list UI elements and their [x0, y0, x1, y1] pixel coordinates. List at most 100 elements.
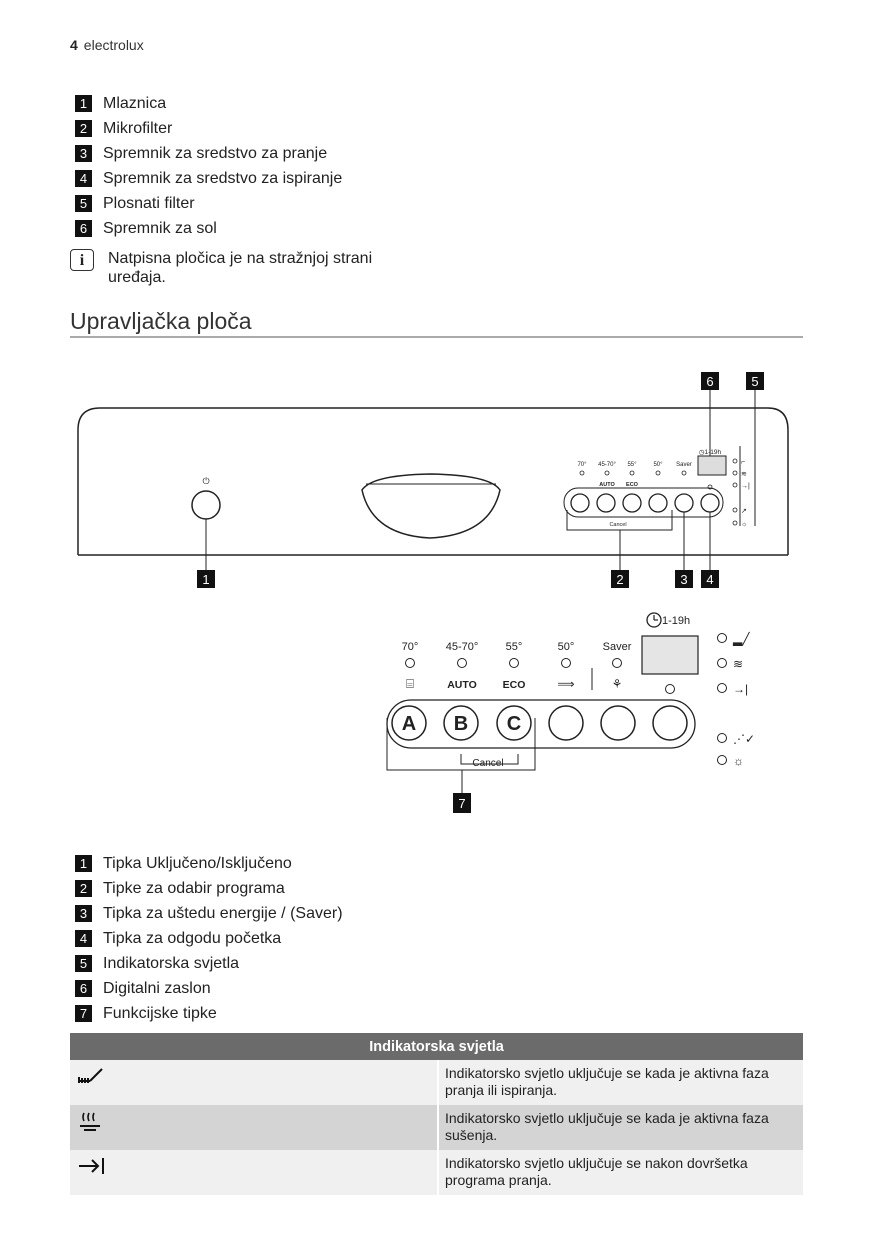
item-label: Funkcijske tipke	[103, 1004, 217, 1022]
list-item: 7 Funkcijske tipke	[75, 1001, 343, 1026]
svg-text:⌸: ⌸	[406, 676, 414, 691]
info-text: Natpisna pločica je na stražnjoj strani …	[108, 250, 373, 286]
list-item: 5 Plosnati filter	[75, 191, 342, 216]
item-number: 3	[75, 145, 92, 162]
table-row: Indikatorsko svjetlo uključuje se kada j…	[70, 1105, 803, 1150]
wash-phase-icon	[78, 1068, 103, 1083]
svg-text:⏻: ⏻	[202, 476, 209, 486]
item-label: Mlaznica	[103, 94, 167, 112]
digital-display	[641, 635, 699, 675]
svg-text:A: A	[402, 713, 416, 735]
svg-text:☼: ☼	[733, 754, 744, 768]
svg-text:⟹: ⟹	[557, 677, 574, 691]
svg-text:⚘: ⚘	[612, 677, 623, 691]
item-label: Tipka Uključeno/Isključeno	[103, 854, 292, 872]
svg-text:≋: ≋	[733, 657, 743, 671]
item-label: Plosnati filter	[103, 194, 195, 212]
svg-text:AUTO: AUTO	[599, 482, 615, 488]
list-item: 3 Spremnik za sredstvo za pranje	[75, 141, 342, 166]
item-label: Digitalni zaslon	[103, 979, 211, 997]
svg-text:55°: 55°	[627, 462, 637, 468]
row-text: Indikatorsko svjetlo uključuje se nakon …	[438, 1150, 803, 1195]
item-number: 1	[75, 855, 92, 872]
item-number: 4	[75, 170, 92, 187]
item-number: 6	[75, 220, 92, 237]
svg-text:▂╱: ▂╱	[732, 631, 750, 646]
item-number: 2	[75, 120, 92, 137]
list-item: 4 Tipka za odgodu početka	[75, 926, 343, 951]
item-number: 1	[75, 95, 92, 112]
svg-text:50°: 50°	[653, 462, 663, 468]
svg-text:⌐: ⌐	[741, 459, 745, 466]
svg-text:Cancel: Cancel	[472, 758, 503, 769]
item-number: 7	[75, 1005, 92, 1022]
svg-text:⋰✓: ⋰✓	[733, 732, 755, 746]
saver-button	[600, 705, 636, 741]
svg-text:AUTO: AUTO	[447, 679, 477, 691]
table-row: Indikatorsko svjetlo uključuje se nakon …	[70, 1150, 803, 1195]
list-item: 6 Digitalni zaslon	[75, 976, 343, 1001]
panel-outline	[77, 407, 789, 555]
end-arrow-icon	[79, 1158, 104, 1174]
svg-text:6: 6	[706, 374, 713, 389]
item-number: 5	[75, 195, 92, 212]
svg-text:70°: 70°	[402, 641, 419, 653]
table-row: Indikatorsko svjetlo uključuje se kada j…	[70, 1060, 803, 1105]
svg-text:1-19h: 1-19h	[662, 615, 690, 627]
list-item: 3 Tipka za uštedu energije / (Saver)	[75, 901, 343, 926]
svg-text:45-70°: 45-70°	[446, 641, 479, 653]
callout-labels: 6 5 1 2 3 4	[197, 372, 764, 588]
list-item: 2 Mikrofilter	[75, 116, 342, 141]
item-number: 2	[75, 880, 92, 897]
svg-text:1: 1	[202, 572, 209, 587]
svg-text:55°: 55°	[506, 641, 523, 653]
svg-text:≋: ≋	[741, 471, 747, 478]
item-number: 6	[75, 980, 92, 997]
item-label: Spremnik za sol	[103, 219, 217, 237]
item-label: Spremnik za sredstvo za pranje	[103, 144, 328, 162]
item-number: 4	[75, 930, 92, 947]
delay-start-button	[652, 705, 688, 741]
item-number: 3	[75, 905, 92, 922]
clock-icon	[646, 612, 662, 628]
svg-text:Cancel: Cancel	[609, 522, 626, 528]
door-handle	[361, 473, 501, 539]
item-label: Mikrofilter	[103, 119, 173, 137]
svg-text:☼: ☼	[741, 521, 747, 528]
svg-text:2: 2	[616, 572, 623, 587]
list-item: 2 Tipke za odabir programa	[75, 876, 343, 901]
item-label: Spremnik za sredstvo za ispiranje	[103, 169, 343, 187]
item-label: Tipke za odabir programa	[103, 879, 285, 897]
brand-name: electrolux	[83, 37, 144, 53]
svg-text:↗: ↗	[741, 508, 747, 515]
page-number: 4	[70, 37, 78, 53]
list-item: 4 Spremnik za sredstvo za ispiranje	[75, 166, 342, 191]
svg-text:50°: 50°	[558, 641, 575, 653]
svg-text:C: C	[507, 713, 521, 735]
info-icon: i	[70, 249, 94, 271]
section-title: Upravljačka ploča	[70, 308, 252, 334]
svg-text:3: 3	[680, 572, 687, 587]
table-header: Indikatorska svjetla	[70, 1033, 803, 1060]
power-button	[191, 490, 221, 520]
program-button-a	[391, 705, 427, 741]
svg-text:70°: 70°	[577, 462, 587, 468]
row-text: Indikatorsko svjetlo uključuje se kada j…	[438, 1060, 803, 1105]
section-divider	[70, 336, 803, 338]
item-label: Tipka za odgodu početka	[103, 929, 282, 947]
row-text: Indikatorsko svjetlo uključuje se kada j…	[438, 1105, 803, 1150]
svg-text:B: B	[454, 713, 468, 735]
svg-text:7: 7	[458, 796, 465, 811]
svg-text:Saver: Saver	[603, 641, 632, 653]
list-item: 1 Tipka Uključeno/Isključeno	[75, 851, 343, 876]
svg-text:5: 5	[751, 374, 758, 389]
controls-list: 1 Tipka Uključeno/Isključeno 2 Tipke za od…	[75, 851, 343, 1026]
program-button-50	[548, 705, 584, 741]
svg-text:ECO: ECO	[626, 482, 639, 488]
drying-phase-icon	[80, 1112, 100, 1131]
item-label: Tipka za uštedu energije / (Saver)	[103, 904, 343, 922]
svg-text:Saver: Saver	[676, 462, 692, 468]
